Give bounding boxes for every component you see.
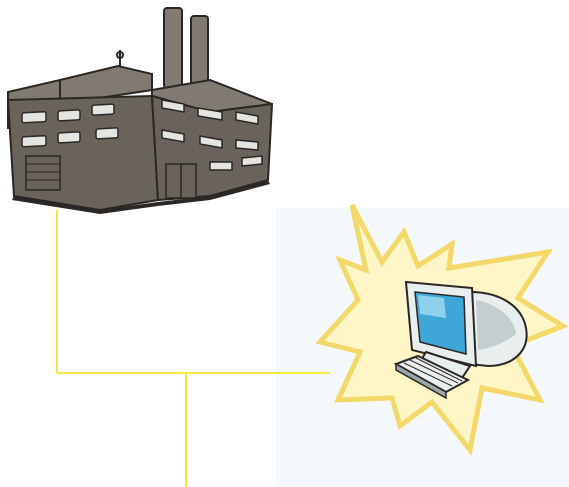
connector-lines: [56, 210, 330, 487]
factory-icon: [6, 7, 274, 214]
computer-icon: [393, 280, 528, 400]
